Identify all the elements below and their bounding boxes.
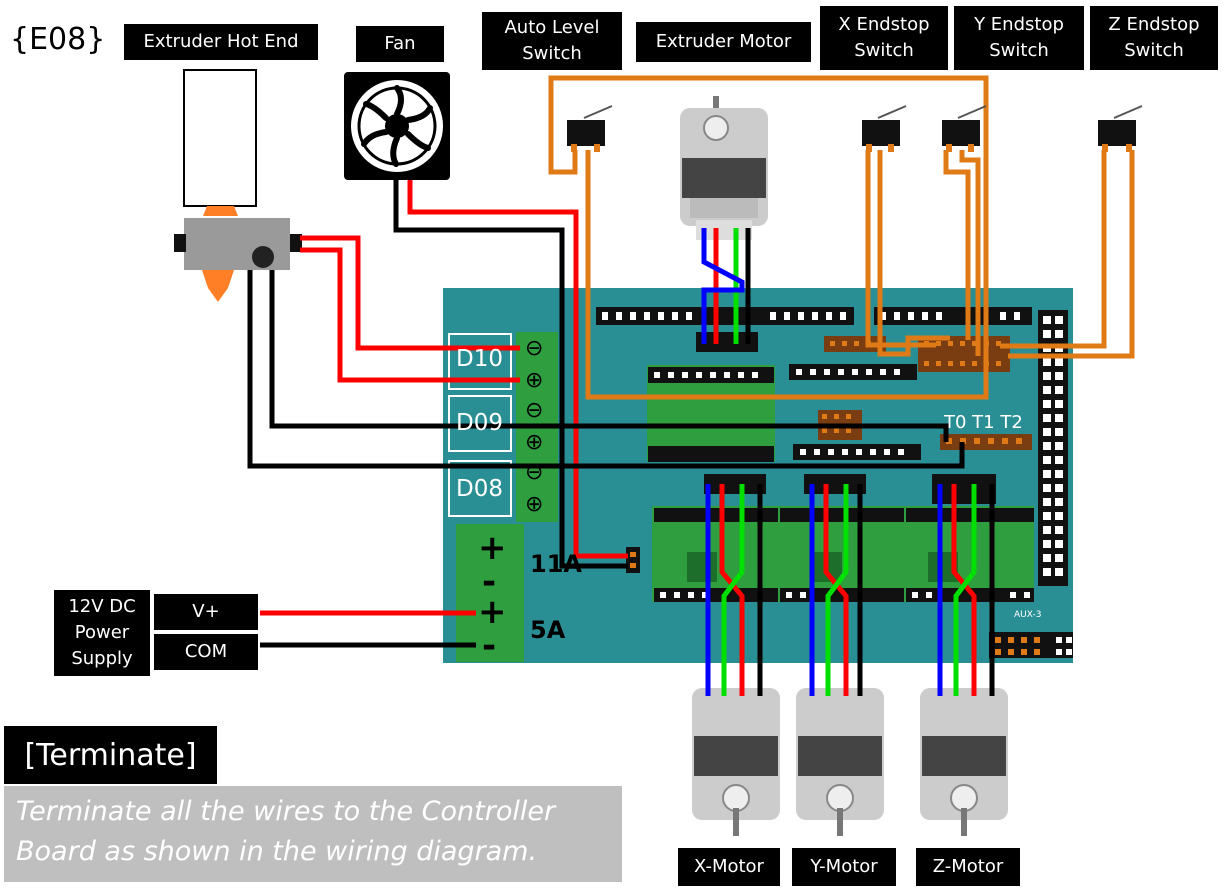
- endstop-switches: [567, 105, 1143, 152]
- step-code: {E08}: [10, 22, 106, 57]
- auto-level-switch-body: [567, 105, 613, 152]
- thermistor-wire-2: [247, 270, 965, 469]
- label-z-endstop-switch: Z Endstop Switch: [1090, 6, 1218, 70]
- label-v-plus: V+: [154, 594, 258, 630]
- d10-box: [448, 333, 512, 390]
- hotend-wire-red-1: [300, 235, 520, 351]
- z-motor-wires: [937, 484, 995, 696]
- extruder-motor-graphic: [680, 96, 768, 240]
- d10-plus: ⊕: [525, 368, 544, 393]
- label-fan: Fan: [356, 26, 444, 62]
- d08-box: [448, 460, 512, 517]
- endstop-wires: [548, 75, 1135, 400]
- fan-wire-red: [407, 180, 628, 559]
- terminal-block-power: [456, 524, 524, 662]
- y-motor-wires: [809, 484, 863, 696]
- d09-minus: ⊖: [525, 398, 544, 423]
- z-motor-graphic: [920, 688, 1008, 836]
- power-minus-1: -: [482, 562, 497, 602]
- z-endstop-switch-body: [1098, 105, 1143, 152]
- pin-holes: [602, 312, 1063, 598]
- label-x-motor: X-Motor: [678, 848, 780, 886]
- power-minus-2: -: [482, 626, 497, 666]
- power-plus-2: +: [478, 592, 507, 632]
- label-com: COM: [154, 634, 258, 670]
- label-power-supply: 12V DC Power Supply: [54, 590, 150, 676]
- d08-minus: ⊖: [525, 460, 544, 485]
- motor-connectors: [696, 332, 996, 504]
- label-d09: D09: [456, 410, 503, 436]
- fuse-11a-label: 11A: [530, 550, 582, 578]
- hotend-wire-red-2: [300, 247, 520, 383]
- label-auto-level-switch: Auto Level Switch: [482, 12, 622, 70]
- label-y-endstop-switch: Y Endstop Switch: [954, 6, 1084, 70]
- label-extruder-hot-end: Extruder Hot End: [124, 24, 318, 60]
- label-d10: D10: [456, 346, 503, 372]
- thermistor-wire-1: [269, 270, 949, 442]
- fuse-5a-label: 5A: [530, 616, 566, 644]
- label-y-motor: Y-Motor: [792, 848, 896, 886]
- extruder-motor-wires: [701, 228, 751, 344]
- x-endstop-switch-body: [862, 105, 907, 152]
- fan-wire-black: [393, 180, 628, 569]
- hot-end-graphic: [174, 69, 302, 302]
- fan-connector: [626, 547, 640, 573]
- d10-minus: ⊖: [525, 336, 544, 361]
- d08-plus: ⊕: [525, 492, 544, 517]
- aux3-label: AUX-3: [1014, 610, 1042, 620]
- thermistor-label: T0 T1 T2: [944, 412, 1023, 433]
- label-d08: D08: [456, 476, 503, 502]
- label-z-motor: Z-Motor: [916, 848, 1020, 886]
- instruction-title: [Terminate]: [4, 726, 217, 784]
- x-motor-graphic: [692, 688, 780, 836]
- instruction-text: Terminate all the wires to the Controlle…: [4, 786, 622, 882]
- label-extruder-motor: Extruder Motor: [636, 22, 811, 62]
- label-x-endstop-switch: X Endstop Switch: [820, 6, 948, 70]
- y-endstop-switch-body: [942, 105, 987, 152]
- d09-plus: ⊕: [525, 430, 544, 455]
- x-motor-wires: [705, 484, 763, 696]
- aux3-pins: [995, 637, 1040, 655]
- power-plus-1: +: [478, 528, 507, 568]
- fan-graphic: [344, 72, 450, 180]
- y-motor-graphic: [796, 688, 884, 836]
